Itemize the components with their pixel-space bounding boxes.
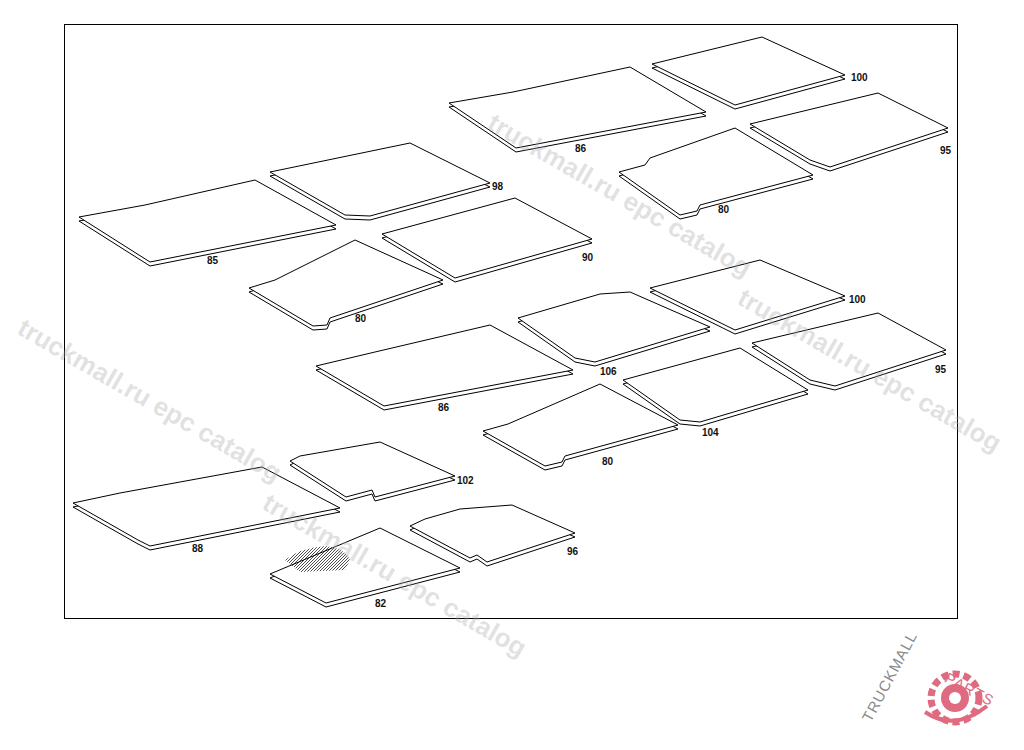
callout-number: 102 xyxy=(457,475,474,486)
callout-number: 80 xyxy=(718,204,729,215)
watermark: truckmall.ru epc catalog xyxy=(13,312,288,488)
callout-number: 96 xyxy=(567,546,578,557)
callout-number: 80 xyxy=(355,313,366,324)
mat-top xyxy=(410,505,575,562)
callout-number: 82 xyxy=(375,598,386,609)
mat-top xyxy=(652,37,845,105)
mat-top xyxy=(249,240,443,326)
callout-number: 98 xyxy=(492,181,503,192)
mat-top xyxy=(290,442,455,497)
mat-top xyxy=(316,325,573,406)
callout-number: 85 xyxy=(207,255,218,266)
mat-top xyxy=(483,384,678,466)
logo-text: TRUCKMALL xyxy=(858,628,920,724)
callout-number: 88 xyxy=(192,543,203,554)
callout-number: 106 xyxy=(600,366,617,377)
callout-number: 95 xyxy=(935,364,946,375)
frame xyxy=(65,25,958,619)
mat-top xyxy=(518,292,710,362)
callout-number: 100 xyxy=(851,72,868,83)
mat-top xyxy=(270,143,490,216)
callout-number: 104 xyxy=(702,427,719,438)
mat-top xyxy=(79,180,336,262)
mat-top xyxy=(382,198,592,278)
callout-number: 100 xyxy=(849,294,866,305)
callout-number: 86 xyxy=(438,402,449,413)
callout-number: 95 xyxy=(940,145,951,156)
callout-number: 90 xyxy=(582,252,593,263)
callout-number: 80 xyxy=(602,456,613,467)
